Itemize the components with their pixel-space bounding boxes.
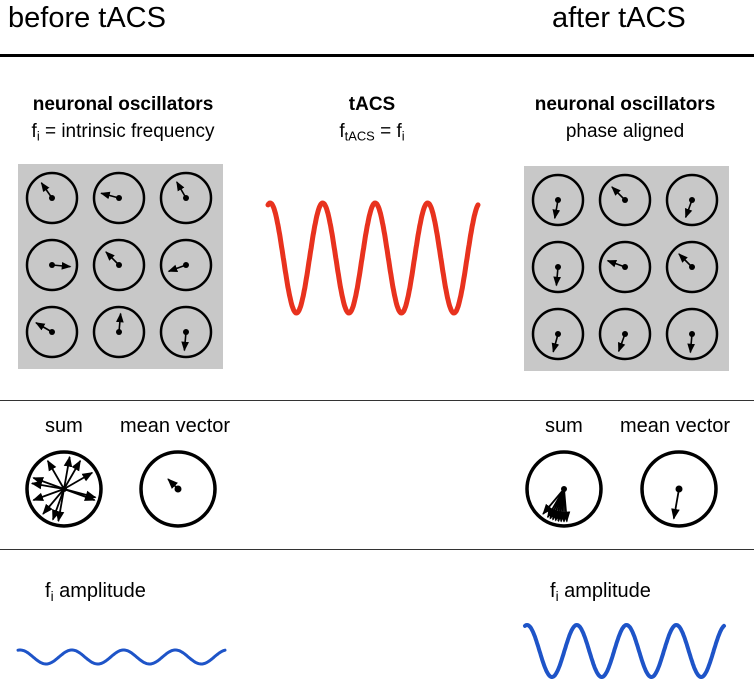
- after-oscillators: [531, 173, 719, 361]
- after-sum-label: sum: [545, 415, 583, 437]
- before-sum-vector-8: [42, 488, 65, 515]
- tacs-formula: ftACS = fi: [339, 121, 405, 144]
- before-panel-subtitle: fi = intrinsic frequency: [31, 121, 215, 144]
- before-oscillator-9-phase-arrow: [181, 331, 189, 352]
- before-oscillator-4-circle: [25, 238, 79, 292]
- after-mean-label: mean vector: [620, 415, 731, 437]
- before-oscillator-7-circle: [25, 305, 79, 359]
- before-sum-vector-10: [46, 459, 65, 490]
- before-oscillator-1-phase-arrow: [40, 182, 53, 199]
- after-mean-vector: [671, 488, 680, 520]
- before-oscillator-4-phase-arrow: [51, 262, 72, 270]
- after-amplitude-wave: [523, 622, 726, 679]
- after-oscillator-8-phase-arrow: [617, 333, 626, 353]
- before-oscillator-9-circle: [159, 305, 213, 359]
- before-sum-vector-6: [32, 488, 65, 501]
- before-oscillator-3-circle: [159, 171, 213, 225]
- header-after: after tACS: [552, 2, 686, 34]
- after-oscillator-4-phase-arrow: [553, 266, 561, 287]
- before-mean-label: mean vector: [120, 415, 231, 437]
- after-oscillator-9-phase-arrow: [687, 333, 695, 354]
- before-sum-vector-9: [52, 488, 65, 521]
- after-mean-circle: [640, 450, 718, 528]
- tacs-title: tACS: [348, 94, 396, 115]
- before-sum-label: sum: [45, 415, 83, 437]
- after-mean-ring: [640, 450, 718, 528]
- after-oscillator-1-circle: [531, 173, 585, 227]
- after-oscillator-6-phase-arrow: [678, 253, 693, 268]
- tacs-wave: [265, 200, 481, 316]
- before-panel-title: neuronal oscillators: [32, 94, 214, 115]
- before-sum-vector-1: [63, 459, 82, 490]
- after-sum-vector-9: [542, 488, 565, 515]
- after-oscillator-2-phase-arrow: [611, 186, 626, 201]
- before-oscillator-2-circle: [92, 171, 146, 225]
- before-oscillator-1-circle: [25, 171, 79, 225]
- header-before: before tACS: [8, 2, 166, 34]
- after-sum-circle: [525, 450, 603, 528]
- before-sum-ring: [25, 450, 103, 528]
- after-oscillator-7-phase-arrow: [551, 333, 560, 353]
- before-oscillator-3-phase-arrow: [176, 181, 187, 199]
- before-oscillator-6-phase-arrow: [167, 264, 187, 273]
- after-oscillator-3-circle: [665, 173, 719, 227]
- after-oscillator-4-circle: [531, 240, 585, 294]
- before-oscillator-6-circle: [159, 238, 213, 292]
- before-oscillator-8-phase-arrow: [116, 312, 124, 333]
- after-oscillator-2-circle: [598, 173, 652, 227]
- after-sum-ring: [525, 450, 603, 528]
- bottom-divider: [0, 549, 754, 550]
- middle-divider: [0, 400, 754, 401]
- after-oscillator-1-phase-arrow: [552, 199, 561, 220]
- after-amplitude-label: fi amplitude: [550, 580, 651, 604]
- after-oscillator-7-circle: [531, 307, 585, 361]
- before-oscillators: [25, 171, 213, 359]
- before-sum-circle: [25, 450, 103, 528]
- before-sum-vector-5: [32, 477, 65, 490]
- before-oscillator-5-phase-arrow: [105, 251, 120, 266]
- after-sum-vector-8: [555, 488, 565, 523]
- after-oscillator-6-circle: [665, 240, 719, 294]
- before-sum-vector-11: [63, 488, 97, 500]
- after-oscillator-3-phase-arrow: [684, 199, 693, 219]
- before-oscillator-7-phase-arrow: [35, 322, 53, 333]
- before-sum-vector-12: [30, 480, 65, 490]
- after-panel-subtitle: phase aligned: [565, 121, 685, 142]
- before-amplitude-label: fi amplitude: [45, 580, 146, 604]
- before-sum-vector-2: [63, 455, 73, 490]
- after-oscillator-9-circle: [665, 307, 719, 361]
- after-oscillator-8-circle: [598, 307, 652, 361]
- after-panel-title: neuronal oscillators: [534, 94, 716, 115]
- after-oscillator-5-circle: [598, 240, 652, 294]
- top-divider: [0, 54, 754, 57]
- before-mean-ring: [139, 450, 217, 528]
- after-oscillator-5-phase-arrow: [606, 259, 626, 268]
- before-sum-vector-3: [63, 471, 94, 490]
- before-oscillator-5-circle: [92, 238, 146, 292]
- before-amplitude-wave: [16, 648, 227, 666]
- before-oscillator-8-circle: [92, 305, 146, 359]
- before-oscillator-2-phase-arrow: [100, 191, 120, 200]
- before-mean-vector: [167, 478, 179, 490]
- before-mean-circle: [139, 450, 217, 528]
